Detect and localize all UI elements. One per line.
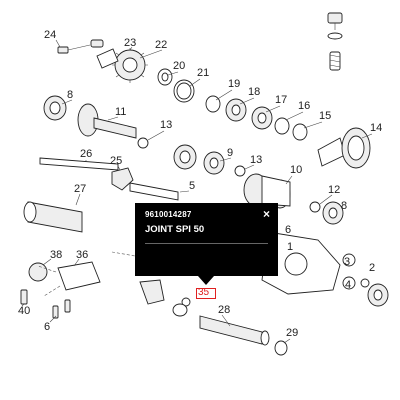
part-28-shaft[interactable]: [172, 303, 270, 346]
part-3-seal[interactable]: [342, 253, 356, 267]
callout-22: 22: [155, 39, 167, 51]
part-26-rod[interactable]: [39, 157, 119, 171]
part-11-gear-shaft[interactable]: [77, 103, 137, 139]
close-icon[interactable]: ×: [262, 207, 270, 221]
part-2-washer[interactable]: [360, 278, 370, 288]
part-bearing-bottom-right[interactable]: [367, 283, 389, 307]
part-housing[interactable]: [261, 231, 341, 295]
part-19-circlip[interactable]: [205, 95, 221, 113]
callout-8: 8: [67, 89, 73, 101]
part-bearing-center[interactable]: [173, 144, 197, 170]
callout-15: 15: [319, 110, 331, 122]
part-name: JOINT SPI 50: [145, 224, 205, 235]
part-38-cap[interactable]: [28, 262, 48, 282]
part-info-popup: 9610014287 JOINT SPI 50 ×: [135, 203, 278, 276]
callout-29: 29: [286, 327, 298, 339]
part-plug-spring[interactable]: [327, 12, 343, 71]
part-22-plate[interactable]: [96, 48, 119, 69]
part-12-washer[interactable]: [309, 201, 321, 213]
part-29-circlip[interactable]: [274, 340, 288, 356]
part-5-shaft[interactable]: [129, 182, 179, 201]
callout-6: 6: [44, 321, 50, 333]
callout-2: 2: [369, 262, 375, 274]
callout-13b: 13: [250, 154, 262, 166]
part-8-bearing[interactable]: [43, 95, 67, 121]
part-9-bearing[interactable]: [203, 151, 225, 175]
part-18-bearing[interactable]: [225, 98, 247, 122]
callout-5: 5: [189, 180, 195, 192]
callout-25: 25: [110, 155, 122, 167]
part-40-bolt[interactable]: [20, 289, 28, 305]
part-36-bracket[interactable]: [37, 261, 101, 297]
callout-17: 17: [275, 94, 287, 106]
callout-14: 14: [370, 122, 382, 134]
callout-10: 10: [290, 164, 302, 176]
part-13-washer-b[interactable]: [234, 165, 246, 177]
part-linkage[interactable]: [111, 251, 191, 307]
callout-40: 40: [18, 305, 30, 317]
callout-11: 11: [115, 106, 126, 118]
part-15-ring[interactable]: [292, 123, 308, 141]
callout-38: 38: [50, 249, 62, 261]
callout-6b: 6: [285, 224, 291, 236]
part-23-sprocket[interactable]: [112, 46, 148, 83]
popup-pointer: [198, 276, 214, 285]
callout-24: 24: [44, 29, 56, 41]
callout-20: 20: [173, 60, 185, 72]
popup-divider: [145, 243, 268, 244]
callout-26: 26: [80, 148, 92, 160]
callout-13a: 13: [160, 119, 172, 131]
part-16-circlip[interactable]: [274, 117, 290, 135]
callout-28: 28: [218, 304, 230, 316]
callout-16: 16: [298, 100, 310, 112]
part-4-washer[interactable]: [342, 276, 356, 290]
part-6-bolts[interactable]: [52, 299, 71, 319]
callout-9: 9: [227, 147, 233, 159]
part-20-washer[interactable]: [157, 68, 173, 86]
part-reference: 9610014287: [145, 210, 192, 219]
callout-36: 36: [76, 249, 88, 261]
part-24-screw[interactable]: [57, 39, 104, 54]
part-10-gear-cluster[interactable]: [243, 173, 291, 209]
callout-23: 23: [124, 37, 136, 49]
callout-12: 12: [328, 184, 340, 196]
part-bearing-right[interactable]: [322, 201, 344, 225]
callout-19: 19: [228, 78, 240, 90]
highlighted-callout-35[interactable]: 35: [198, 287, 210, 298]
part-14-gear[interactable]: [317, 127, 371, 169]
callout-8b: 8: [341, 200, 347, 212]
callout-27: 27: [74, 183, 86, 195]
highlight-box[interactable]: [196, 288, 216, 299]
callout-1: 1: [287, 241, 293, 253]
part-13-washer-a[interactable]: [137, 137, 149, 149]
part-27-drum[interactable]: [23, 201, 83, 233]
callout-4: 4: [345, 279, 351, 291]
callout-21: 21: [197, 67, 209, 79]
part-17-bearing[interactable]: [251, 106, 273, 130]
part-25-fork[interactable]: [111, 167, 134, 191]
part-21-ring[interactable]: [173, 79, 195, 103]
callout-3: 3: [344, 256, 350, 268]
callout-18: 18: [248, 86, 260, 98]
